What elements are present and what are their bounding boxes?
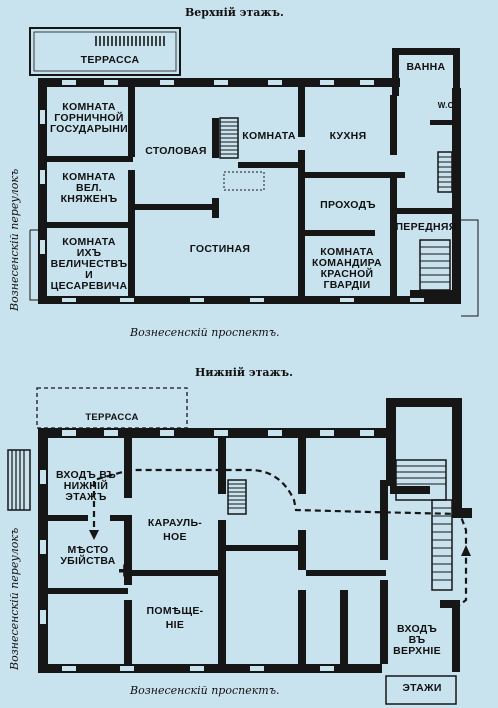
upper-room-commander: КОМНАТА КОМАНДИРА КРАСНОЙ ГВАРДIИ bbox=[312, 246, 382, 291]
upper-stair-landing bbox=[223, 171, 265, 191]
upper-room-bath: ВАННА bbox=[406, 61, 446, 73]
lower-steps-bottom bbox=[385, 675, 457, 705]
upper-room-room: КОМНАТА bbox=[242, 130, 296, 142]
upper-stairs-side bbox=[419, 151, 453, 291]
upper-terrace-stairs bbox=[95, 36, 165, 46]
upper-room-princesses: КОМНАТА ВЕЛ. КНЯЖЕНЪ bbox=[60, 171, 118, 205]
lower-steps-left bbox=[7, 449, 31, 511]
murder-site-cross bbox=[119, 564, 131, 577]
lower-room-guard-1: КАРАУЛЬ- НОЕ bbox=[147, 517, 203, 543]
lower-terrace-outline bbox=[36, 387, 188, 429]
upper-street-bottom: Вознесенскiй проспектъ. bbox=[130, 326, 280, 339]
upper-room-kitchen: КУХНЯ bbox=[329, 130, 367, 142]
upper-floor-plan bbox=[29, 27, 479, 317]
upper-room-terrace: ТЕРРАССА bbox=[80, 54, 140, 66]
lower-room-terrace: ТЕРРАССА bbox=[85, 412, 139, 423]
lower-room-entrance-upper: ВХОДЪ ВЪ ВЕРХНIЕ bbox=[393, 623, 441, 657]
lower-stairs-inner bbox=[227, 479, 247, 515]
upper-room-wc: W.C. bbox=[437, 101, 457, 110]
lower-room-guard-2: ПОМѢЩЕ- НIЕ bbox=[146, 605, 204, 631]
lower-room-floors: ЭТАЖИ bbox=[402, 682, 442, 694]
lower-room-entrance-lower: ВХОДЪ ВЪ НИЖНIЙ ЭТАЖЪ bbox=[55, 469, 117, 503]
upper-street-side: Вознесенскiй переулокъ bbox=[8, 168, 21, 311]
route-arrow-down bbox=[89, 530, 99, 540]
upper-room-living: ГОСТИНАЯ bbox=[189, 243, 251, 255]
lower-floor-title: Нижнiй этажъ. bbox=[195, 366, 293, 379]
upper-room-maid: КОМНАТА ГОРНИЧНОЙ ГОСУДАРЫНИ bbox=[50, 101, 128, 135]
lower-street-bottom: Вознесенскiй проспектъ. bbox=[130, 684, 280, 697]
upper-room-dining: СТОЛОВАЯ bbox=[145, 145, 207, 157]
lower-room-murder-site: МѢСТО УБIЙСТВА bbox=[60, 544, 116, 567]
upper-terrace-outline bbox=[29, 27, 181, 76]
lower-floor-plan bbox=[7, 387, 472, 705]
upper-room-hall: ПЕРЕДНЯЯ bbox=[395, 221, 457, 233]
lower-street-side: Вознесенскiй переулокъ bbox=[8, 527, 21, 670]
upper-room-majesties: КОМНАТА ИХЪ ВЕЛИЧЕСТВЪ И ЦЕСАРЕВИЧА bbox=[50, 236, 128, 292]
route-arrow-up bbox=[461, 545, 471, 556]
route-path bbox=[92, 468, 468, 607]
lower-stairs-upper-entry bbox=[395, 459, 453, 591]
upper-stairs-main bbox=[219, 117, 239, 159]
upper-room-passage: ПРОХОДЪ bbox=[320, 199, 376, 211]
upper-floor-title: Верхнiй этажъ. bbox=[185, 6, 284, 19]
